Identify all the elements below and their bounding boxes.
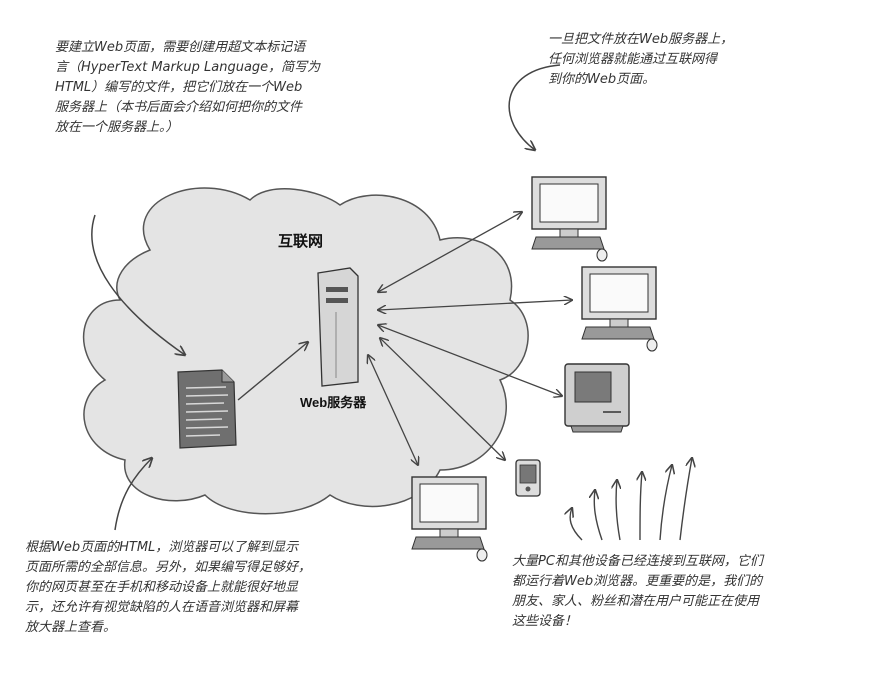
- file-to-server-arrow: [237, 342, 308, 401]
- compact-mac-icon: [564, 363, 630, 433]
- callout-arrow-top-right: [508, 64, 561, 150]
- note-bottom-left: 根据Web页面的HTML，浏览器可以了解到显示 页面所需的全部信息。另外，如果编…: [25, 540, 312, 635]
- mobile-phone-icon: [515, 459, 541, 497]
- desktop-computer-icon: [411, 476, 488, 562]
- web-server-label: Web服务器: [300, 395, 367, 410]
- internet-label: 互联网: [278, 233, 324, 250]
- note-top-right: 一旦把文件放在Web服务器上， 任何浏览器就能通过互联网得 到你的Web页面。: [548, 32, 734, 87]
- note-top-left: 要建立Web页面，需要创建用超文本标记语 言（HyperText Markup …: [55, 40, 321, 135]
- callout-arrows-bottom-right: [570, 458, 692, 541]
- note-bottom-right: 大量PC和其他设备已经连接到互联网，它们 都运行着Web浏览器。更重要的是，我们…: [512, 554, 763, 629]
- callout-arrow-top-left: [91, 214, 185, 355]
- html-file-icon: [177, 369, 237, 449]
- callout-arrow-bottom-left: [114, 458, 152, 531]
- desktop-computer-icon: [531, 176, 608, 262]
- desktop-computer-icon: [581, 266, 658, 352]
- server-device-arrows: [368, 212, 572, 465]
- server-tower-icon: [317, 267, 359, 387]
